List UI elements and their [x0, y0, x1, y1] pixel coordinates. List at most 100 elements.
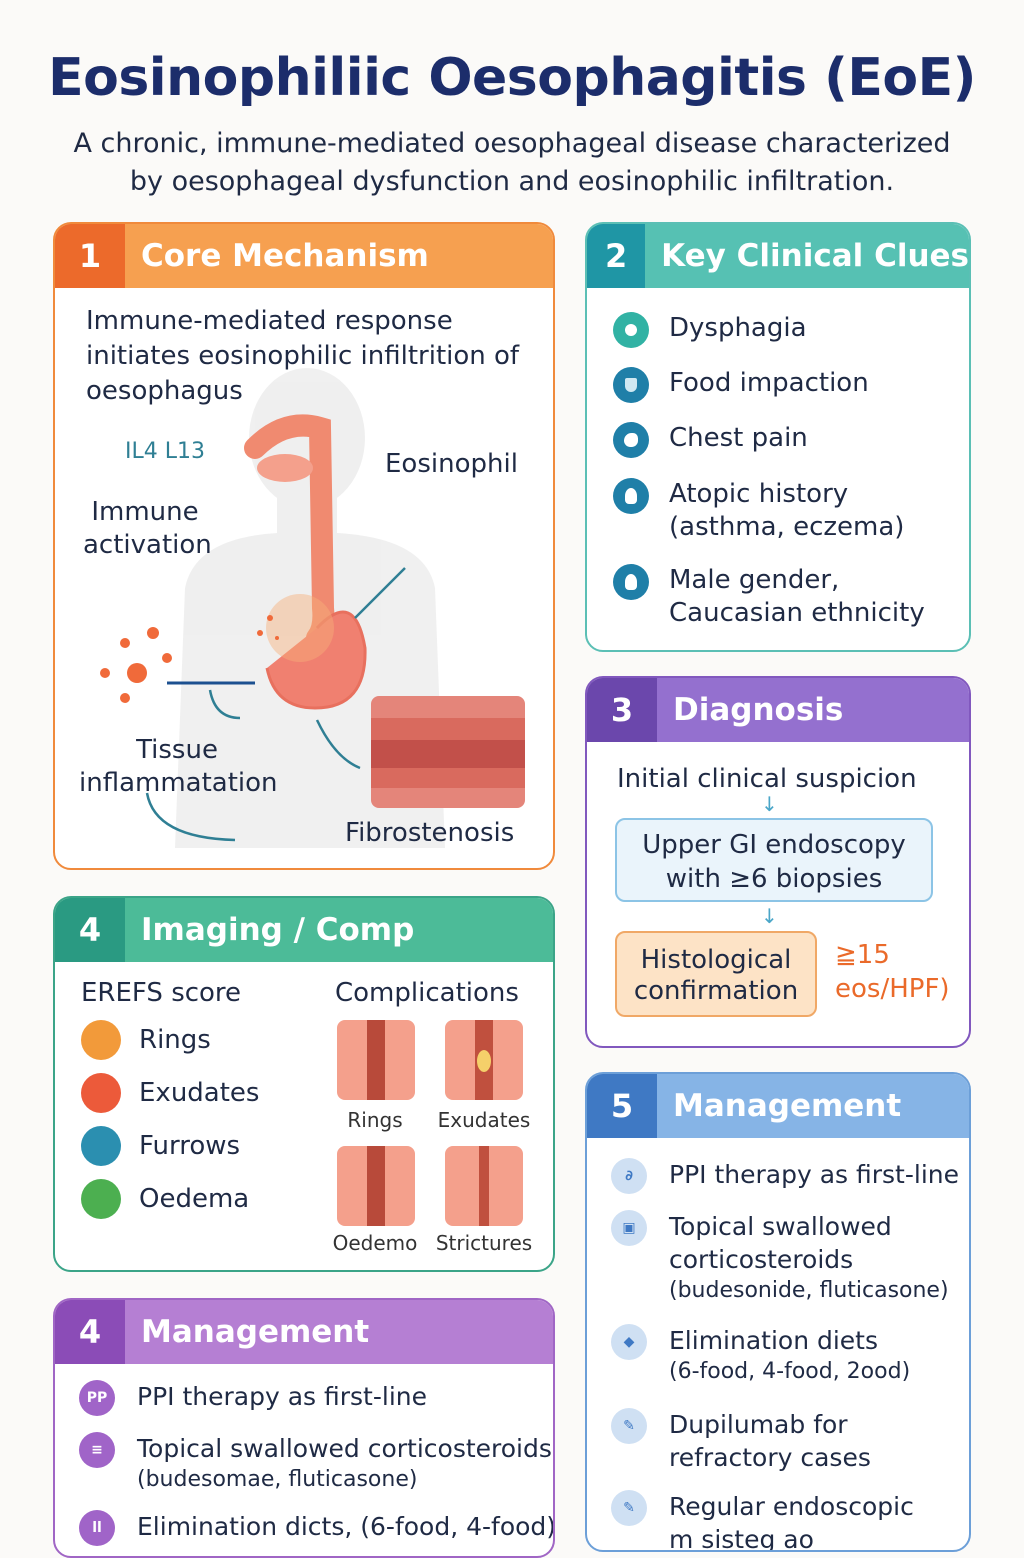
- down-arrow-icon: ↓: [761, 904, 778, 928]
- syringe-icon: ✎: [611, 1408, 647, 1444]
- complication-label: Strictures: [435, 1231, 533, 1255]
- chest-icon: [613, 422, 649, 458]
- management-label: Dupilumab for refractory cases: [669, 1410, 871, 1472]
- endoscope-icon: ✎: [611, 1490, 647, 1526]
- histology-line-1: Histological: [640, 945, 792, 975]
- clue-label: Male gender, Caucasian ethnicity: [669, 565, 925, 628]
- oesophagus-illustration: [100, 368, 525, 848]
- cytokine-label: IL4 L13: [125, 439, 205, 464]
- core-mechanism-header: 1 Core Mechanism: [55, 224, 553, 288]
- inflammation-dots: [100, 615, 279, 703]
- erefs-label: Exudates: [139, 1078, 260, 1108]
- core-mechanism-panel: 1 Core Mechanism: [53, 222, 555, 870]
- section-title: Key Clinical Clues: [661, 238, 969, 274]
- diagnosis-panel: 3 Diagnosis Initial clinical suspicion ↓…: [585, 676, 971, 1048]
- endoscopy-line-1: Upper GI endoscopy: [642, 830, 906, 860]
- complication-label: Oedemo: [332, 1231, 418, 1255]
- arrow-fibrostenosis: [315, 719, 361, 770]
- clue-item: Dysphagia: [613, 312, 807, 348]
- tissue-line-2: inflammatation: [79, 768, 278, 798]
- ring-icon: [613, 312, 649, 348]
- management-label: Topical swallowed corticosteroids (budes…: [669, 1212, 949, 1303]
- management-item: ◆ Elimination diets (6-food, 4-food, 2oo…: [611, 1324, 910, 1387]
- furrows-icon: [81, 1126, 121, 1166]
- management-label: Elimination dicts, (6-food, 4-food): [137, 1512, 555, 1541]
- arrow-immune: [145, 792, 236, 842]
- diagnosis-step-endoscopy: Upper GI endoscopy with ≥6 biopsies: [615, 818, 933, 902]
- cup-icon: [613, 367, 649, 403]
- threshold-line-1: ≧15: [835, 940, 890, 970]
- diet-icon: ll: [79, 1510, 115, 1546]
- management-item: ∂ PPI therapy as first-line: [611, 1158, 959, 1194]
- management-label: PPI therapy as first-line: [137, 1382, 427, 1411]
- erefs-item: Oedema: [81, 1179, 249, 1219]
- clue-label: Chest pain: [669, 423, 808, 453]
- endoscopy-line-2: with ≥6 biopsies: [665, 864, 883, 894]
- histology-line-2: confirmation: [633, 976, 799, 1006]
- management-label: Regular endoscopic m sisteg ao: [669, 1492, 914, 1552]
- diagnosis-step-histology: Histological confirmation: [615, 931, 817, 1017]
- intro-line-1: Immune-mediated response: [86, 306, 453, 336]
- management-item: PP PPI therapy as first-line: [79, 1380, 427, 1416]
- mechanism-intro: Immune-mediated response initiates eosin…: [86, 304, 519, 409]
- immune-activation-label: Immune activation: [83, 496, 212, 562]
- management-item: ✎ Dupilumab for refractory cases: [611, 1408, 871, 1474]
- imaging-panel: 4 Imaging / Comp EREFS score Rings Exuda…: [53, 896, 555, 1272]
- page-title: Eosinophiliic Oesophagitis (EoE): [48, 48, 976, 108]
- management-right-panel: 5 Management ∂ PPI therapy as first-line…: [585, 1072, 971, 1552]
- inflammation-glow: [266, 594, 334, 662]
- diagnosis-header: 3 Diagnosis: [587, 678, 969, 742]
- imaging-header: 4 Imaging / Comp: [55, 898, 553, 962]
- person-icon: [613, 478, 649, 514]
- clinical-clues-header: 2 Key Clinical Clues: [587, 224, 969, 288]
- management-right-header: 5 Management: [587, 1074, 969, 1138]
- tissue-line-1: Tissue: [136, 735, 218, 765]
- clue-label: Dysphagia: [669, 313, 807, 343]
- complication-exudates-image: [445, 1020, 523, 1100]
- diagnosis-step-suspicion: Initial clinical suspicion: [617, 764, 917, 794]
- down-arrow-icon: ↓: [761, 792, 778, 816]
- inhaler-icon: ≡: [79, 1432, 115, 1468]
- fibrostenosis-label: Fibrostenosis: [345, 818, 515, 848]
- eos-threshold: ≧15 eos/HPF): [835, 938, 950, 1006]
- diet-icon: ◆: [611, 1324, 647, 1360]
- erefs-heading: EREFS score: [81, 978, 242, 1008]
- erefs-item: Rings: [81, 1020, 211, 1060]
- section-number: 4: [55, 898, 125, 962]
- pill-icon: ∂: [611, 1158, 647, 1194]
- tissue-inflammation-label: Tissue inflammatation: [79, 734, 278, 800]
- section-number: 2: [587, 224, 646, 288]
- subtitle-line-1: A chronic, immune-mediated oesophageal d…: [73, 128, 951, 159]
- immune-line-2: activation: [83, 530, 212, 560]
- section-title: Management: [141, 1314, 370, 1350]
- pill-icon: PP: [79, 1380, 115, 1416]
- management-item: ll Elimination dicts, (6-food, 4-food): [79, 1510, 555, 1546]
- management-left-panel: 4 Management PP PPI therapy as first-lin…: [53, 1298, 555, 1558]
- management-item: ▣ Topical swallowed corticosteroids (bud…: [611, 1210, 949, 1306]
- management-label: PPI therapy as first-line: [669, 1160, 959, 1189]
- management-item: ≡ Topical swallowed corticosteroids (bud…: [79, 1432, 552, 1495]
- management-item: ✎ Regular endoscopic m sisteg ao: [611, 1490, 914, 1552]
- complication-strictures-image: [445, 1146, 523, 1226]
- eosinophil-label: Eosinophil: [385, 449, 518, 479]
- intro-line-3: oesophagus: [86, 376, 243, 406]
- management-label: Elimination diets (6-food, 4-food, 2ood): [669, 1326, 911, 1384]
- arrow-cytokine: [208, 689, 241, 720]
- clue-item: Male gender, Caucasian ethnicity: [613, 564, 925, 630]
- clue-item: Chest pain: [613, 422, 808, 458]
- section-title: Imaging / Comp: [141, 912, 415, 948]
- section-title: Management: [673, 1088, 902, 1124]
- immune-line-1: Immune: [91, 497, 199, 527]
- clinical-clues-panel: 2 Key Clinical Clues Dysphagia Food impa…: [585, 222, 971, 652]
- complication-oedema-image: [337, 1146, 415, 1226]
- section-number: 3: [587, 678, 657, 742]
- clue-label: Atopic history (asthma, eczema): [669, 479, 905, 542]
- erefs-label: Rings: [139, 1025, 211, 1055]
- threshold-line-2: eos/HPF): [835, 974, 950, 1004]
- complication-rings-image: [337, 1020, 415, 1100]
- complication-label: Exudates: [437, 1108, 531, 1132]
- section-number: 4: [55, 1300, 125, 1364]
- erefs-label: Oedema: [139, 1184, 250, 1214]
- arrow-eosinophil: [354, 567, 406, 619]
- exudates-icon: [81, 1073, 121, 1113]
